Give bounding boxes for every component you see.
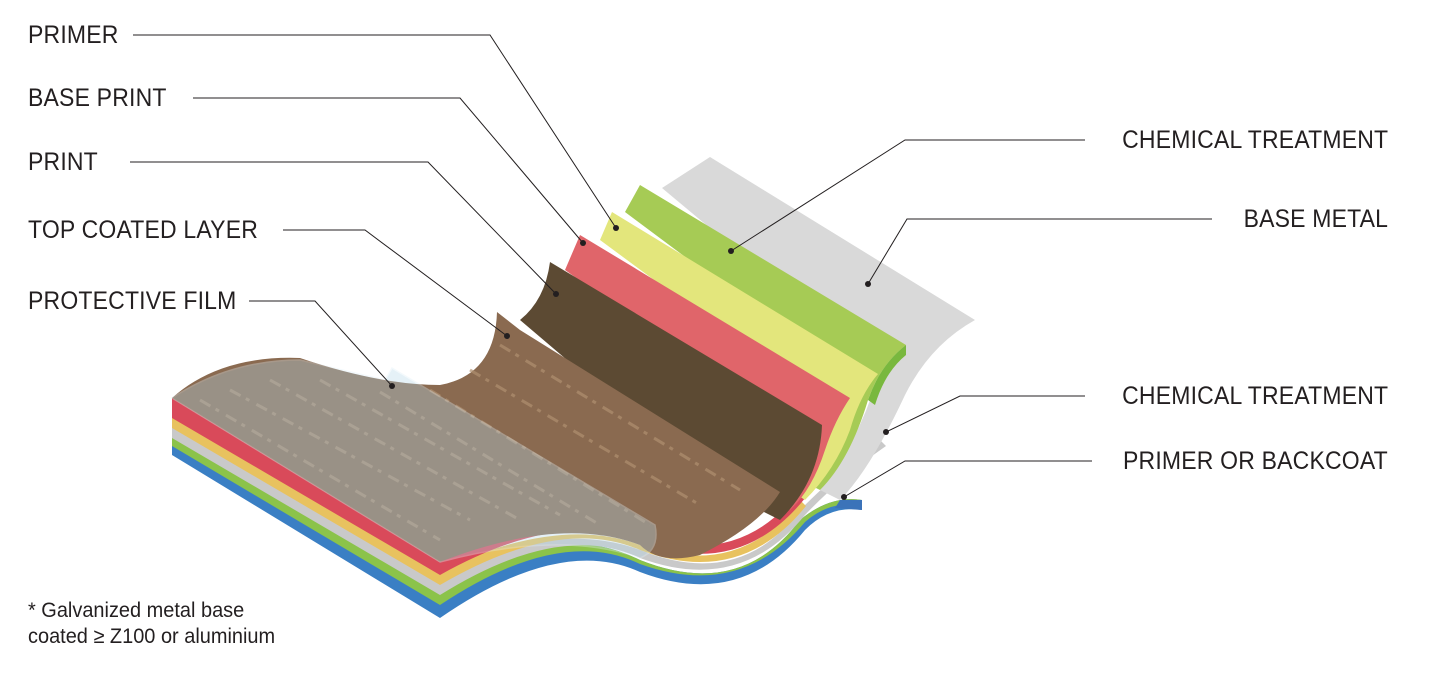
base-print-sheet bbox=[565, 235, 850, 510]
print-sheet bbox=[520, 262, 822, 520]
wood-grain-texture bbox=[199, 343, 741, 542]
slab-edge-stripes bbox=[172, 398, 886, 618]
label-print: PRINT bbox=[28, 148, 98, 176]
label-protective-film: PROTECTIVE FILM bbox=[28, 287, 237, 315]
label-chemical-treatment-bottom: CHEMICAL TREATMENT bbox=[1121, 382, 1388, 410]
label-base-print: BASE PRINT bbox=[28, 84, 167, 112]
footnote-line-1: * Galvanized metal base bbox=[28, 599, 245, 622]
base-metal-sheet bbox=[662, 157, 975, 500]
protective-film-sheet bbox=[170, 359, 657, 563]
footnote: * Galvanized metal base coated ≥ Z100 or… bbox=[28, 598, 275, 650]
leader-dots bbox=[389, 225, 889, 500]
label-top-coated-layer: TOP COATED LAYER bbox=[28, 216, 259, 244]
label-base-metal: BASE METAL bbox=[1243, 205, 1388, 233]
footnote-line-2: coated ≥ Z100 or aluminium bbox=[28, 625, 276, 648]
leader-lines bbox=[130, 34, 1212, 498]
top-coated-surface bbox=[172, 312, 780, 562]
label-primer: PRIMER bbox=[28, 21, 119, 49]
backcoat-edge bbox=[835, 500, 862, 510]
chemical-treatment-sheet bbox=[625, 185, 906, 490]
chemical-treatment-edge bbox=[868, 345, 906, 405]
label-primer-or-backcoat: PRIMER OR BACKCOAT bbox=[1123, 447, 1388, 475]
label-chemical-treatment-top: CHEMICAL TREATMENT bbox=[1121, 126, 1388, 154]
primer-sheet bbox=[600, 212, 878, 500]
